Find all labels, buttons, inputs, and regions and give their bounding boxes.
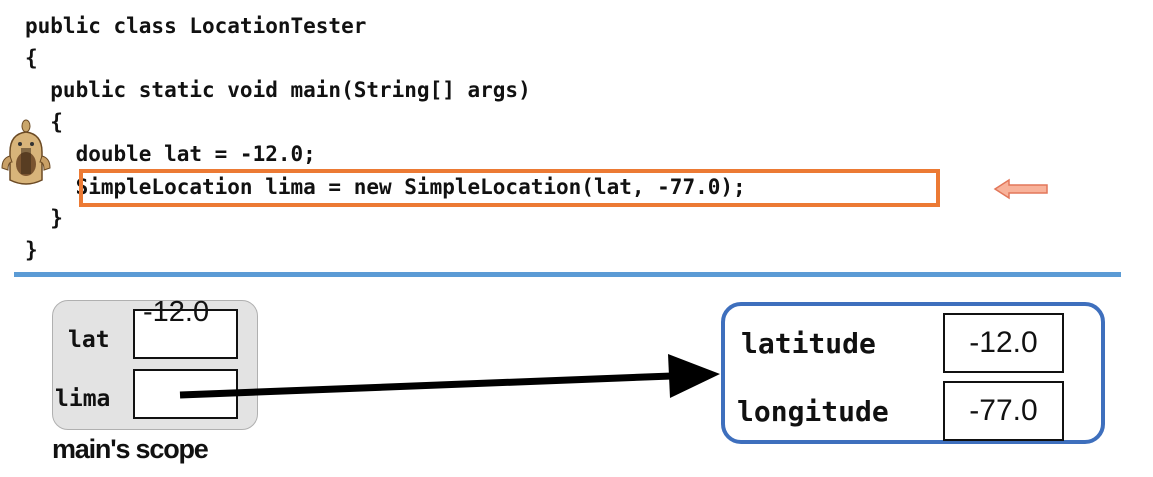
code-line-6-highlighted: SimpleLocation lima = new SimpleLocation… <box>25 175 746 199</box>
code-line-7: } <box>25 206 63 230</box>
code-line-2: { <box>25 46 38 70</box>
code-line-8: } <box>25 238 38 262</box>
current-line-highlight <box>79 169 940 207</box>
variable-label-lat: lat <box>68 327 110 353</box>
field-label-longitude: longitude <box>737 395 889 428</box>
code-line-3: public static void main(String[] args) <box>25 78 531 102</box>
variable-label-lima: lima <box>55 386 111 412</box>
code-line-5: double lat = -12.0; <box>25 142 316 166</box>
field-value-longitude: -77.0 <box>943 381 1064 441</box>
pointer-left-arrow-icon <box>993 178 1048 200</box>
field-value-latitude: -12.0 <box>943 313 1064 373</box>
scope-caption: main's scope <box>52 434 209 464</box>
code-line-1: public class LocationTester <box>25 14 367 38</box>
variable-value-lat: -12.0 <box>143 296 210 328</box>
variable-box-lat <box>133 309 238 359</box>
code-line-4: { <box>25 110 63 134</box>
section-divider <box>14 272 1121 277</box>
field-label-latitude: latitude <box>741 327 876 360</box>
mascot-figure-icon <box>1 119 51 185</box>
